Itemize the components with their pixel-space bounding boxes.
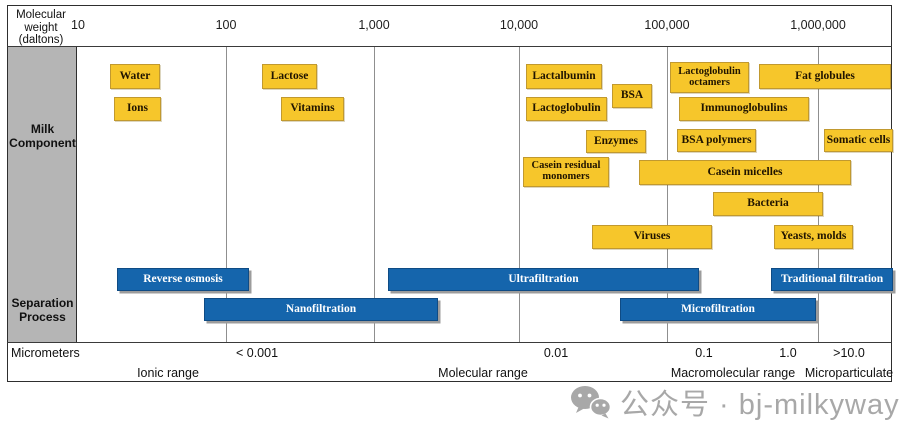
- component-immunoglobulins: Immunoglobulins: [679, 97, 809, 121]
- micrometer-tick-0.1: 0.1: [695, 346, 713, 360]
- gridline-100000: [667, 47, 668, 342]
- range-ionic-range: Ionic range: [137, 366, 199, 380]
- component-yeasts-molds: Yeasts, molds: [774, 225, 853, 249]
- wechat-icon: [571, 386, 611, 419]
- mw-tick-1000000: 1,000,000: [790, 18, 846, 32]
- mw-tick-100000: 100,000: [644, 18, 690, 32]
- component-ions: Ions: [114, 97, 161, 121]
- gridline-100: [226, 47, 227, 342]
- milk-component-label: Milk Component: [9, 122, 76, 150]
- component-vitamins: Vitamins: [281, 97, 344, 121]
- watermark-text: 公众号 · bj-milkyway: [620, 389, 900, 421]
- component-viruses: Viruses: [592, 225, 712, 249]
- micrometers-axis-label: Micrometers: [11, 346, 80, 360]
- component-bsa-polymers: BSA polymers: [677, 129, 756, 152]
- component-enzymes: Enzymes: [586, 130, 646, 153]
- component-lactose: Lactose: [262, 64, 317, 89]
- process-nanofiltration: Nanofiltration: [204, 298, 438, 321]
- process-reverse-osmosis: Reverse osmosis: [117, 268, 249, 291]
- component-casein-micelles: Casein micelles: [639, 160, 851, 185]
- left-panel: Milk Component Separation Process: [8, 47, 77, 342]
- header-separator-line: [7, 46, 892, 47]
- gridline-10000: [519, 47, 520, 342]
- component-somatic-cells: Somatic cells: [824, 129, 893, 152]
- process-traditional-filtration: Traditional filtration: [771, 268, 893, 291]
- mw-tick-100: 100: [215, 18, 237, 32]
- molecular-weight-axis-label: Molecular weight (daltons): [16, 9, 66, 47]
- process-microfiltration: Microfiltration: [620, 298, 816, 321]
- micrometer-tick-1.0: 1.0: [779, 346, 797, 360]
- process-ultrafiltration: Ultrafiltration: [388, 268, 699, 291]
- range-microparticulate: Microparticulate: [804, 366, 894, 380]
- component-casein-residual-monomers: Casein residual monomers: [523, 157, 609, 187]
- component-water: Water: [110, 64, 160, 89]
- component-bacteria: Bacteria: [713, 192, 823, 216]
- range-macromolecular-range: Macromolecular range: [670, 366, 796, 380]
- micrometer-tick-0.001: < 0.001: [235, 346, 279, 360]
- separation-process-label: Separation Process: [11, 296, 74, 324]
- component-bsa: BSA: [612, 84, 652, 108]
- micrometer-tick-0.01: 0.01: [543, 346, 569, 360]
- component-lactoglobulin: Lactoglobulin: [526, 97, 607, 121]
- micrometer-tick-10.0: >10.0: [833, 346, 865, 360]
- bottom-axis-separator-line: [7, 342, 892, 343]
- watermark: 公众号 · bj-milkyway: [570, 381, 900, 423]
- range-molecular-range: Molecular range: [438, 366, 528, 380]
- component-lactoglobulin-octamers: Lactoglobulin octamers: [670, 62, 749, 93]
- component-lactalbumin: Lactalbumin: [526, 64, 602, 89]
- mw-tick-10: 10: [71, 18, 85, 32]
- mw-tick-1000: 1,000: [358, 18, 390, 32]
- mw-tick-10000: 10,000: [499, 18, 539, 32]
- gridline-1000: [374, 47, 375, 342]
- component-fat-globules: Fat globules: [759, 64, 891, 89]
